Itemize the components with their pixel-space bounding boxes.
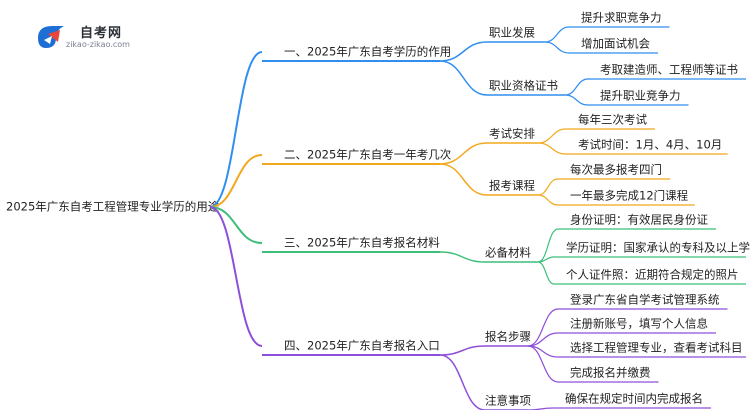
group-to-item-connector <box>537 178 559 196</box>
branch-label: 一、2025年广东自考学历的作用 <box>284 45 451 59</box>
leaf-item: 登录广东省自学考试管理系统 <box>570 293 720 307</box>
leaf-item: 考试时间：1月、4月、10月 <box>578 138 722 152</box>
group-to-item-connector <box>564 94 589 106</box>
group-to-item-connector <box>544 26 570 43</box>
leaf-item: 每次最多报考四门 <box>570 163 662 177</box>
leaf-item: 提升求职竞争力 <box>581 11 662 25</box>
group-label: 报考课程 <box>489 179 535 193</box>
logo-url: zikao-zikao.com <box>66 40 130 49</box>
branch-to-group-connector <box>439 142 488 165</box>
branch-to-group-connector <box>439 354 486 410</box>
root-topic: 2025年广东自考工程管理专业学历的用途 <box>6 200 220 214</box>
leaf-item: 学历证明：国家承认的专科及以上学历 <box>566 241 750 255</box>
leaf-item: 注册新账号，填写个人信息 <box>570 317 708 331</box>
branch-label: 三、2025年广东自考报名材料 <box>284 236 440 250</box>
root-to-branch-connector <box>209 51 263 208</box>
group-to-item-connector <box>537 256 555 263</box>
leaf-item: 个人证件照：近期符合规定的照片 <box>566 268 739 282</box>
group-to-item-connector <box>537 128 567 144</box>
group-to-item-connector <box>537 142 567 155</box>
group-to-item-connector <box>527 332 559 347</box>
leaf-item: 增加面试机会 <box>581 37 650 51</box>
logo-emblem-icon <box>38 26 64 48</box>
group-to-item-connector <box>527 308 559 347</box>
leaf-item: 确保在规定时间内完成报名 <box>565 392 703 406</box>
group-to-item-connector <box>537 228 559 263</box>
leaf-item: 一年最多完成12门课程 <box>570 189 689 203</box>
branch-label: 四、2025年广东自考报名入口 <box>284 339 440 353</box>
leaf-item: 选择工程管理专业，查看考试科目 <box>570 341 743 355</box>
branch-to-group-connector <box>439 60 488 96</box>
root-to-branch-connector <box>209 206 263 347</box>
group-label: 职业资格证书 <box>489 79 558 93</box>
root-to-branch-connector <box>209 206 263 244</box>
site-logo[interactable] <box>34 20 164 52</box>
group-to-item-connector <box>537 261 555 285</box>
leaf-item: 考取建造师、工程师等证书 <box>600 63 738 77</box>
leaf-item: 提升职业竞争力 <box>600 89 681 103</box>
group-label: 必备材料 <box>485 246 531 260</box>
group-to-item-connector <box>544 41 570 54</box>
root-to-branch-connector <box>209 154 263 208</box>
group-to-item-connector <box>564 78 589 96</box>
logo-name: 自考网 <box>80 26 123 41</box>
group-label: 注意事项 <box>485 394 531 408</box>
group-to-item-connector <box>527 345 559 383</box>
branch-to-group-connector <box>439 251 486 263</box>
group-label: 报名步骤 <box>485 330 531 344</box>
group-label: 考试安排 <box>489 127 535 141</box>
group-to-item-connector <box>537 194 559 206</box>
branch-to-group-connector <box>439 41 488 62</box>
branch-to-group-connector <box>439 163 488 196</box>
leaf-item: 完成报名并缴费 <box>570 366 651 380</box>
leaf-item: 每年三次考试 <box>578 113 647 127</box>
branch-to-group-connector <box>439 345 486 356</box>
group-label: 职业发展 <box>489 26 535 40</box>
branch-label: 二、2025年广东自考一年考几次 <box>284 148 452 162</box>
leaf-item: 身份证明：有效居民身份证 <box>570 213 708 227</box>
